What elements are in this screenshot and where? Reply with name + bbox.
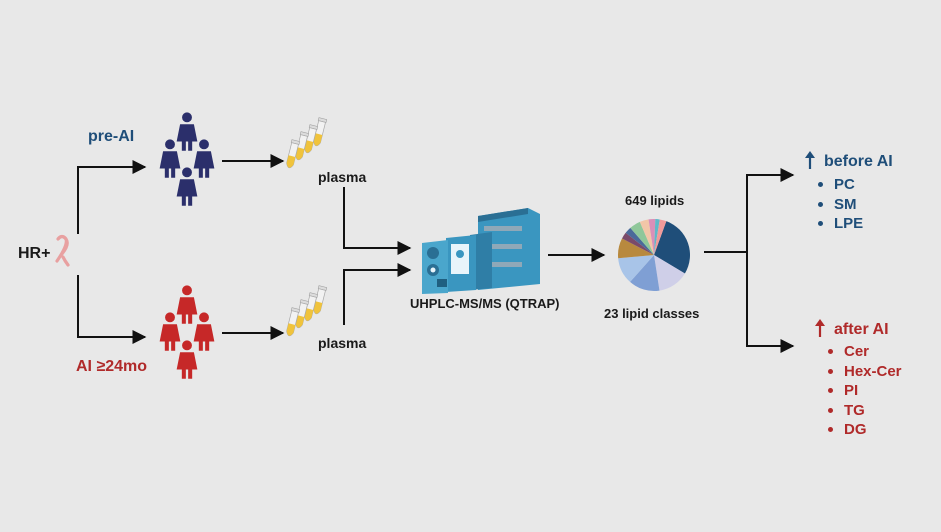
pie-slice	[625, 227, 654, 255]
pre-ai-label: pre-AI	[88, 128, 135, 145]
pie-slice	[654, 221, 690, 274]
people-group-icon	[159, 285, 215, 379]
awareness-ribbon-icon	[55, 234, 70, 267]
sample-tubes-icon	[284, 285, 328, 338]
pie-slice	[648, 219, 656, 255]
instrument-label: UHPLC-MS/MS (QTRAP)	[410, 296, 560, 311]
list-item: LPE	[814, 214, 863, 234]
list-item: DG	[824, 420, 902, 440]
list-item: PI	[824, 381, 902, 401]
hr-plus-label: HR+	[18, 245, 51, 262]
before-ai-title: before AI	[824, 153, 893, 170]
up-arrow-icon	[815, 319, 825, 337]
lipids-count-label: 649 lipids	[625, 193, 685, 208]
lipid-class-pie-icon	[618, 219, 690, 292]
sample-tubes-icon	[284, 117, 328, 170]
people-group-icon	[159, 112, 215, 206]
pie-slice	[639, 219, 654, 255]
after-ai-title: after AI	[834, 321, 889, 338]
pie-slice	[621, 232, 654, 255]
branch-connector	[77, 154, 795, 353]
list-item: TG	[824, 401, 902, 421]
list-item: PC	[814, 175, 863, 195]
up-arrow-icon	[805, 151, 815, 169]
list-item: Cer	[824, 342, 902, 362]
pie-slice	[654, 219, 660, 255]
pie-slice	[654, 255, 685, 291]
pie-slice	[630, 221, 654, 255]
mass-spectrometer-icon	[422, 208, 540, 294]
list-item: Hex-Cer	[824, 362, 902, 382]
plasma-label-bottom: plasma	[318, 335, 367, 351]
pie-slice	[630, 255, 660, 292]
pie-slice	[618, 238, 654, 259]
pie-slice	[654, 219, 667, 255]
ai-24mo-label: AI ≥24mo	[76, 358, 148, 375]
list-item: SM	[814, 195, 863, 215]
plasma-label-top: plasma	[318, 169, 367, 185]
lipid-classes-label: 23 lipid classes	[604, 306, 700, 321]
pie-slice	[618, 255, 654, 282]
